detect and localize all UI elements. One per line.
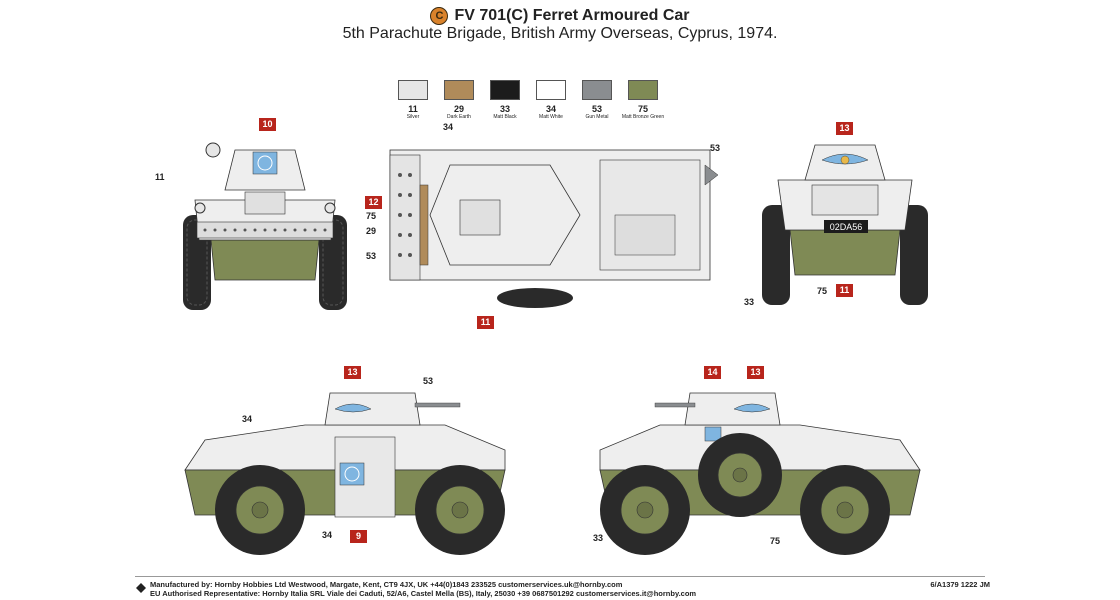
footer-divider xyxy=(135,576,985,577)
top-stowage-bin xyxy=(389,154,421,281)
headlamp-icon xyxy=(205,142,221,158)
front-turret-hatch xyxy=(244,191,286,215)
callout-right-33: 33 xyxy=(593,533,604,543)
marker-right-14: 14 xyxy=(704,366,721,379)
left-gun-barrel xyxy=(414,402,461,408)
rear-view: 02DA56 xyxy=(762,144,928,305)
paint-chip xyxy=(444,80,474,100)
left-side-view xyxy=(184,392,506,555)
un-emblem xyxy=(252,151,278,175)
marker-rear-11: 11 xyxy=(836,284,853,297)
headlamp-icon xyxy=(324,202,336,214)
right-front-wheel xyxy=(600,465,690,555)
page-title: C FV 701(C) Ferret Armoured Car xyxy=(430,7,690,25)
top-exhaust xyxy=(704,164,719,186)
paint-name: Dark Earth xyxy=(447,114,471,120)
callout-rear-75: 75 xyxy=(817,286,828,296)
para-wings-emblem xyxy=(733,403,771,413)
top-spare-wheel xyxy=(497,288,573,308)
title-row: C FV 701(C) Ferret Armoured Car xyxy=(0,6,1120,25)
top-shovel xyxy=(419,184,429,266)
footer-manufacturer: Manufactured by: Hornby Hobbies Ltd West… xyxy=(150,580,623,589)
un-globe-icon xyxy=(344,466,360,482)
marker-top-12: 12 xyxy=(365,196,382,209)
rear-door xyxy=(811,184,879,216)
front-view xyxy=(183,142,347,310)
paint-number: 53 xyxy=(591,104,602,114)
registration-plate xyxy=(824,220,868,233)
callout-top-53: 53 xyxy=(710,143,721,153)
paint-swatch: 29 Dark Earth xyxy=(444,80,474,120)
marker-right-13: 13 xyxy=(747,366,764,379)
paint-number: 34 xyxy=(545,104,556,114)
front-lower-hull xyxy=(210,239,320,281)
registration-plate-text: 02DA56 xyxy=(830,222,863,232)
top-turret xyxy=(429,164,581,266)
paint-number: 33 xyxy=(499,104,510,114)
paint-name: Matt White xyxy=(539,114,563,120)
paint-name: Matt Black xyxy=(493,114,517,120)
un-turret-emblem xyxy=(704,426,722,442)
callout-rear-33: 33 xyxy=(744,297,755,307)
left-rear-wheel xyxy=(415,465,505,555)
marker-front-10: 10 xyxy=(259,118,276,131)
manufacturer-logo-icon xyxy=(136,583,146,593)
rear-wheel-right xyxy=(900,205,928,305)
rear-lower-hull xyxy=(789,229,901,276)
headlamp-icon xyxy=(194,202,206,214)
para-emblem-centre xyxy=(840,155,850,165)
para-wings-emblem xyxy=(334,403,372,413)
callout-left-34b: 34 xyxy=(322,530,333,540)
marker-left-13: 13 xyxy=(344,366,361,379)
paint-number: 29 xyxy=(453,104,464,114)
front-grille-holes xyxy=(203,228,327,232)
paint-chip xyxy=(536,80,566,100)
top-engine-grille xyxy=(614,214,676,256)
top-hatch xyxy=(459,199,501,236)
right-spare-wheel xyxy=(698,433,782,517)
page-subtitle: 5th Parachute Brigade, British Army Over… xyxy=(342,25,778,42)
marker-rear-13: 13 xyxy=(836,122,853,135)
paint-swatch: 34 Matt White xyxy=(536,80,566,120)
paint-number: 11 xyxy=(408,104,418,114)
title-text: FV 701(C) Ferret Armoured Car xyxy=(454,7,690,24)
paint-swatch: 33 Matt Black xyxy=(490,80,520,120)
marker-left-9: 9 xyxy=(350,530,367,543)
callout-top-75: 75 xyxy=(366,211,377,221)
left-front-wheel xyxy=(215,465,305,555)
callout-right-75: 75 xyxy=(770,536,781,546)
top-view xyxy=(389,149,719,308)
paint-chip xyxy=(628,80,658,100)
callout-left-53: 53 xyxy=(423,376,434,386)
callout-top-34: 34 xyxy=(443,122,454,132)
un-globe-icon xyxy=(257,155,273,171)
marker-top-11: 11 xyxy=(477,316,494,329)
scheme-badge: C xyxy=(430,7,449,25)
paint-number: 75 xyxy=(637,104,648,114)
right-rear-wheel xyxy=(800,465,890,555)
paint-swatch: 11 Silver xyxy=(398,80,428,120)
callout-left-34: 34 xyxy=(242,414,253,424)
un-side-emblem xyxy=(339,462,365,486)
left-turret xyxy=(324,392,421,426)
right-turret xyxy=(684,392,781,426)
paint-swatch: 75 Matt Bronze Green xyxy=(622,80,664,120)
paint-name: Gun Metal xyxy=(585,114,609,120)
paint-legend: 11 Silver 29 Dark Earth 33 Matt Black 34… xyxy=(398,80,664,120)
callout-top-53b: 53 xyxy=(366,251,377,261)
paint-swatch: 53 Gun Metal xyxy=(582,80,612,120)
footer-text: Manufactured by: Hornby Hobbies Ltd West… xyxy=(150,580,696,598)
right-side-view xyxy=(599,392,921,555)
callout-front-11: 11 xyxy=(155,172,165,182)
paint-chip xyxy=(490,80,520,100)
paint-chip xyxy=(582,80,612,100)
callout-top-29: 29 xyxy=(366,226,377,236)
paint-chip xyxy=(398,80,428,100)
paint-name: Matt Bronze Green xyxy=(621,114,665,120)
footer-eu-rep: EU Authorised Representative: Hornby Ita… xyxy=(150,589,697,598)
right-gun-barrel xyxy=(654,402,696,408)
paint-name: Silver xyxy=(406,114,420,120)
rear-wheel-left xyxy=(762,205,790,305)
footer-code: 6/A1379 1222 JM xyxy=(930,580,990,589)
